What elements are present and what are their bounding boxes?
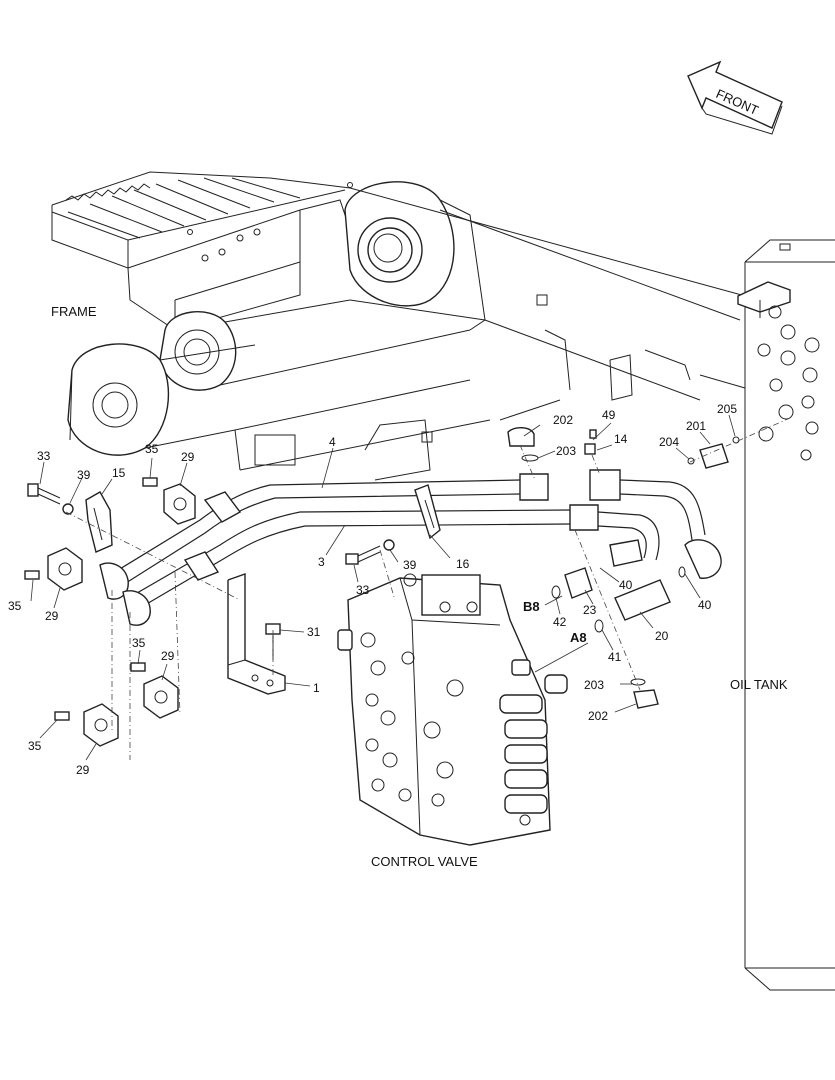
callout-35-lower: 35 bbox=[28, 739, 42, 753]
callout-20: 20 bbox=[655, 629, 669, 643]
alignment-dashed-lines bbox=[65, 417, 791, 760]
callout-203-bottom: 203 bbox=[584, 678, 604, 692]
callout-3: 3 bbox=[318, 555, 325, 569]
callout-40-a: 40 bbox=[619, 578, 633, 592]
callout-23: 23 bbox=[583, 603, 597, 617]
callouts: 202 49 203 14 201 205 204 4 33 35 39 15 … bbox=[8, 402, 737, 777]
bolt-part-33-left bbox=[27, 483, 61, 505]
callout-49: 49 bbox=[602, 408, 616, 422]
oil-tank-label: OIL TANK bbox=[730, 677, 788, 692]
bolt-part-33-center bbox=[345, 545, 381, 565]
callout-31: 31 bbox=[307, 625, 321, 639]
callout-204: 204 bbox=[659, 435, 679, 449]
callout-39-center: 39 bbox=[403, 558, 417, 572]
callout-203-top: 203 bbox=[556, 444, 576, 458]
callout-33-left: 33 bbox=[37, 449, 51, 463]
oil-tank bbox=[737, 239, 835, 991]
callout-29-mid: 29 bbox=[161, 649, 175, 663]
flange-group-left bbox=[24, 547, 83, 591]
callout-202-top: 202 bbox=[553, 413, 573, 427]
callout-201: 201 bbox=[686, 419, 706, 433]
port-a8-label: A8 bbox=[570, 630, 587, 645]
callout-42: 42 bbox=[553, 615, 567, 629]
callout-14: 14 bbox=[614, 432, 628, 446]
callout-16: 16 bbox=[456, 557, 470, 571]
callout-15: 15 bbox=[112, 466, 126, 480]
callout-35-left: 35 bbox=[8, 599, 22, 613]
fitting-part-201 bbox=[687, 436, 740, 469]
callout-4: 4 bbox=[329, 435, 336, 449]
callout-29-left: 29 bbox=[45, 609, 59, 623]
callout-40-b: 40 bbox=[698, 598, 712, 612]
callout-35-mid: 35 bbox=[132, 636, 146, 650]
flange-group-mid bbox=[130, 662, 179, 719]
callout-35-upper: 35 bbox=[145, 442, 159, 456]
plug-part-202-bottom bbox=[630, 678, 659, 709]
clip-part-15 bbox=[85, 491, 113, 553]
washer-part-39-left bbox=[62, 503, 74, 515]
bolt-part-31 bbox=[265, 623, 281, 660]
leader-lines bbox=[30, 414, 736, 761]
flange-group-lower bbox=[54, 703, 119, 747]
port-b8-label: B8 bbox=[523, 599, 540, 614]
callout-39-left: 39 bbox=[77, 468, 91, 482]
callout-41: 41 bbox=[608, 650, 622, 664]
callout-29-lower: 29 bbox=[76, 763, 90, 777]
pipe-assembly bbox=[99, 469, 722, 626]
flange-group-upper bbox=[142, 477, 196, 525]
callout-1: 1 bbox=[313, 681, 320, 695]
fitting-part-23 bbox=[551, 567, 593, 599]
control-valve bbox=[337, 573, 568, 846]
frame-label: FRAME bbox=[51, 304, 97, 319]
callout-202-bottom: 202 bbox=[588, 709, 608, 723]
plug-part-202-top bbox=[507, 427, 539, 462]
fitting-part-20 bbox=[594, 566, 686, 633]
callout-205: 205 bbox=[717, 402, 737, 416]
washer-part-39-center bbox=[383, 539, 395, 551]
callout-33-center: 33 bbox=[356, 583, 370, 597]
front-direction-arrow: FRONT bbox=[687, 60, 783, 135]
control-valve-label: CONTROL VALVE bbox=[371, 854, 478, 869]
frame-structure bbox=[51, 171, 761, 481]
fitting-part-49-14 bbox=[584, 429, 597, 455]
callout-29-upper: 29 bbox=[181, 450, 195, 464]
clamp-part-16 bbox=[414, 484, 441, 540]
